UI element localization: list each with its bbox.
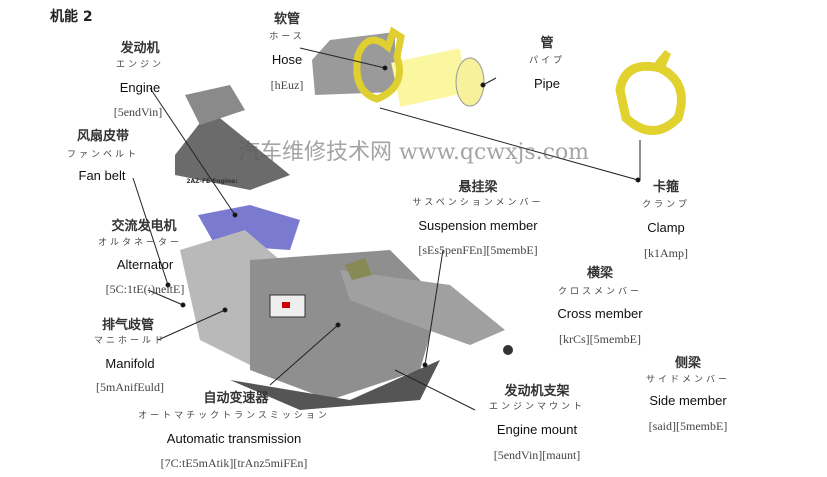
clamp-label-ja: クランプ xyxy=(642,200,690,210)
clamp-label-phonetic: [k1Amp] xyxy=(644,246,688,260)
engine-caption: 2AZ-FE Engine: xyxy=(186,178,238,185)
transmission-label-ja: オートマチックトランスミッション xyxy=(138,411,330,421)
alternator-label-en: Alternator xyxy=(116,257,174,272)
cross-member-label-en: Cross member xyxy=(557,306,643,321)
manifold-label-en: Manifold xyxy=(105,356,155,371)
fan-belt-label-en: Fan belt xyxy=(78,168,126,183)
fan-belt-label-zh: 风扇皮带 xyxy=(76,129,130,144)
cross-member-label-phonetic: [krCs][5membE] xyxy=(559,332,641,346)
side-member-label-en: Side member xyxy=(649,393,727,408)
transmission-label-en: Automatic transmission xyxy=(166,431,302,446)
engine-mount-label-phonetic: [5endVin][maunt] xyxy=(493,448,581,462)
side-member-label-phonetic: [said][5membE] xyxy=(648,419,728,433)
engine-label-zh: 发动机 xyxy=(120,41,160,56)
engine-label-en: Engine xyxy=(119,80,161,95)
side-member-label-zh: 侧梁 xyxy=(674,356,702,371)
fan-belt-label-ja: ファンベルト xyxy=(66,150,140,160)
suspension-label-zh: 悬挂梁 xyxy=(458,180,498,195)
engine-mount-label-en: Engine mount xyxy=(496,422,578,437)
engine-cover xyxy=(175,110,290,190)
cross-member-label-zh: 横梁 xyxy=(586,266,614,281)
hose-label-zh: 软管 xyxy=(273,12,301,27)
pipe-label-en: Pipe xyxy=(533,76,561,91)
transmission-label-zh: 自动变速器 xyxy=(203,391,269,406)
manifold-label-zh: 排气歧管 xyxy=(101,318,155,333)
engine-mount-label-zh: 发动机支架 xyxy=(504,384,570,399)
hose-pipe-illustration xyxy=(312,26,485,107)
suspension-label-ja: サスペンションメンバー xyxy=(412,198,544,208)
engine-mount-label-ja: エンジンマウント xyxy=(488,402,586,412)
cross-member-label-ja: クロスメンバー xyxy=(557,287,643,297)
manifold-label-ja: マニホールド xyxy=(93,336,167,346)
side-member-label-ja: サイドメンバー xyxy=(645,375,731,385)
clamp-label-zh: 卡箍 xyxy=(652,180,680,195)
manifold-label-phonetic: [5mAnifEuld] xyxy=(96,380,164,394)
alternator-label-phonetic: [5C:1tE(:)neitE] xyxy=(105,282,185,296)
pipe-label-ja: パイプ xyxy=(528,56,566,66)
engine-label-ja: エンジン xyxy=(115,60,165,70)
hose-label-phonetic: [hEuz] xyxy=(270,78,304,92)
suspension-member-part xyxy=(340,270,505,345)
watermark: 汽车维修技术网 www.qcwxjs.com xyxy=(238,140,590,165)
engine-label-phonetic: [5endVin] xyxy=(113,105,163,119)
page-title: 机能 2 xyxy=(50,9,93,25)
alternator-label-ja: オルタネーター xyxy=(97,238,183,248)
transmission-label-phonetic: [7C:tE5mAtik][trAnz5miFEn] xyxy=(160,456,308,470)
pipe-label-zh: 管 xyxy=(540,36,554,51)
hose-label-en: Hose xyxy=(271,52,303,67)
hose-label-ja: ホース xyxy=(269,32,305,42)
suspension-label-phonetic: [sEs5penFEn][5membE] xyxy=(418,243,538,257)
suspension-label-en: Suspension member xyxy=(418,218,538,233)
alternator-label-zh: 交流发电机 xyxy=(111,219,177,234)
clamp-illustration xyxy=(615,50,686,135)
clamp-label-en: Clamp xyxy=(647,220,685,235)
